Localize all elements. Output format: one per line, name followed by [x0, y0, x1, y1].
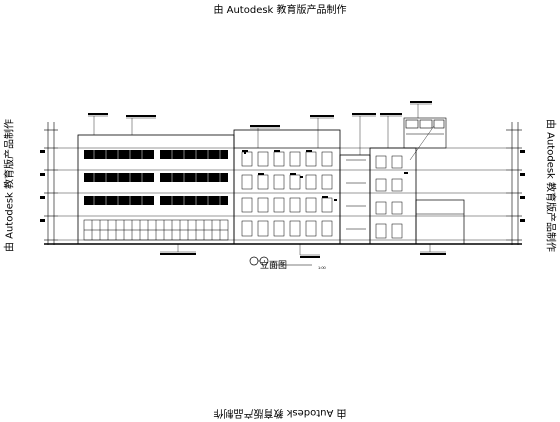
dimension-right [506, 122, 525, 245]
leaders [88, 103, 446, 256]
watermark-top: 由 Autodesk 教育版产品制作 [213, 5, 347, 16]
drawing-title: 立面图 [260, 261, 288, 271]
floor-lines [58, 147, 506, 241]
middle-tower [233, 129, 341, 245]
axis-bubble-a [249, 256, 259, 266]
annotation-marks [88, 101, 446, 258]
left-block [77, 134, 235, 245]
right-tower [339, 117, 465, 245]
dimension-left [40, 122, 58, 245]
drawing-scale: 1:00 [318, 265, 326, 270]
